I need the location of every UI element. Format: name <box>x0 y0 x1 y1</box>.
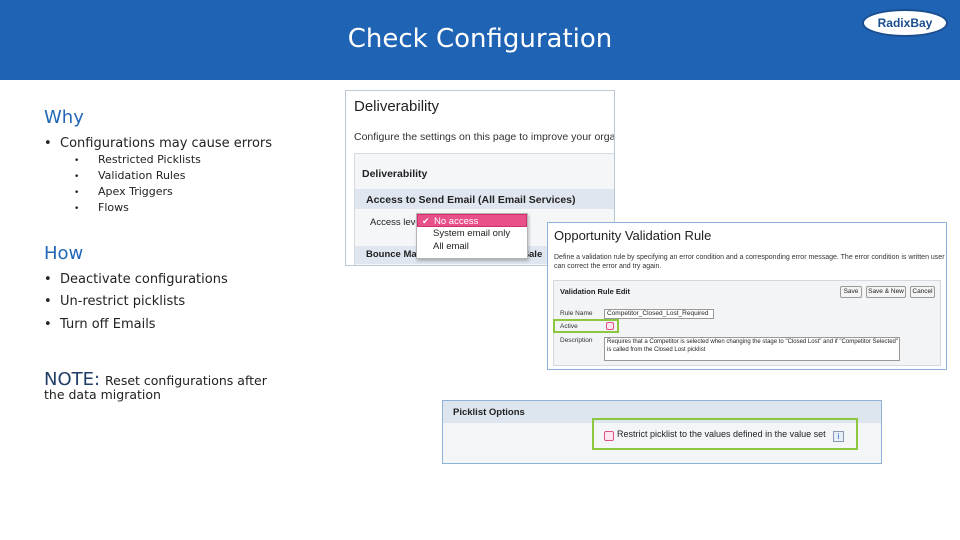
picklist-header-bar <box>443 401 881 423</box>
description-label: Description <box>560 337 593 344</box>
note-text-line1: Reset configurations after <box>105 373 267 388</box>
active-highlight <box>553 319 619 333</box>
picklist-title: Picklist Options <box>453 407 525 418</box>
note-label: NOTE: <box>44 369 101 390</box>
cancel-button[interactable]: Cancel <box>910 286 935 298</box>
access-header-bar <box>355 189 614 209</box>
why-sub-item: •Flows <box>74 201 129 214</box>
restrict-picklist-label: Restrict picklist to the values defined … <box>617 429 826 439</box>
restrict-picklist-checkbox[interactable] <box>604 431 614 441</box>
why-sub-item: •Validation Rules <box>74 169 186 182</box>
how-item: •Turn off Emails <box>44 317 156 332</box>
how-item: •Un-restrict picklists <box>44 294 186 309</box>
bullet-dot: • <box>44 136 52 151</box>
why-heading: Why <box>44 107 84 128</box>
active-checkbox[interactable] <box>606 322 614 330</box>
note-text-line2: the data migration <box>44 387 161 402</box>
sub-item-text: Apex Triggers <box>98 185 173 198</box>
slide-title: Check Configuration <box>347 24 613 54</box>
access-level-dropdown[interactable]: ✔No access System email only All email <box>416 213 528 259</box>
validation-rule-form-header: Validation Rule Edit <box>560 287 631 296</box>
why-bullet-text: Configurations may cause errors <box>60 136 273 151</box>
how-item: •Deactivate configurations <box>44 272 228 287</box>
info-icon[interactable]: i <box>833 431 844 442</box>
save-new-button[interactable]: Save & New <box>866 286 906 298</box>
save-button[interactable]: Save <box>840 286 862 298</box>
rule-name-input[interactable]: Competitor_Closed_Lost_Required <box>604 309 714 319</box>
how-item-text: Deactivate configurations <box>60 272 228 287</box>
dropdown-option-no-access[interactable]: ✔No access <box>417 214 527 227</box>
dropdown-option-all-email[interactable]: All email <box>433 241 469 252</box>
dropdown-option-system-email[interactable]: System email only <box>433 228 511 239</box>
access-level-label: Access leve <box>370 217 421 228</box>
how-item-text: Turn off Emails <box>60 317 156 332</box>
how-heading: How <box>44 243 84 264</box>
sub-item-text: Flows <box>98 201 129 214</box>
check-icon: ✔ <box>422 216 430 226</box>
deliverability-title: Deliverability <box>354 98 440 115</box>
restrict-highlight <box>592 418 858 450</box>
validation-rule-screenshot: Opportunity Validation Rule Define a val… <box>547 222 947 370</box>
slide-header <box>0 0 960 80</box>
validation-rule-title: Opportunity Validation Rule <box>554 228 712 243</box>
description-textarea[interactable]: Requires that a Competitor is selected w… <box>604 337 900 361</box>
why-bullet: • Configurations may cause errors <box>44 136 272 151</box>
validation-rule-description: Define a validation rule by specifying a… <box>554 254 945 270</box>
deliverability-section-title: Deliverability <box>362 168 428 180</box>
active-label: Active <box>560 323 578 330</box>
why-sub-item: •Apex Triggers <box>74 185 173 198</box>
rule-name-label: Rule Name <box>560 310 593 317</box>
deliverability-description: Configure the settings on this page to i… <box>354 131 615 143</box>
why-sub-item: •Restricted Picklists <box>74 153 201 166</box>
picklist-options-screenshot: Picklist Options Restrict picklist to th… <box>442 400 882 464</box>
how-item-text: Un-restrict picklists <box>60 294 186 309</box>
sub-item-text: Restricted Picklists <box>98 153 201 166</box>
radixbay-logo: RadixBay <box>862 9 948 37</box>
access-header: Access to Send Email (All Email Services… <box>366 194 576 206</box>
sub-item-text: Validation Rules <box>98 169 186 182</box>
